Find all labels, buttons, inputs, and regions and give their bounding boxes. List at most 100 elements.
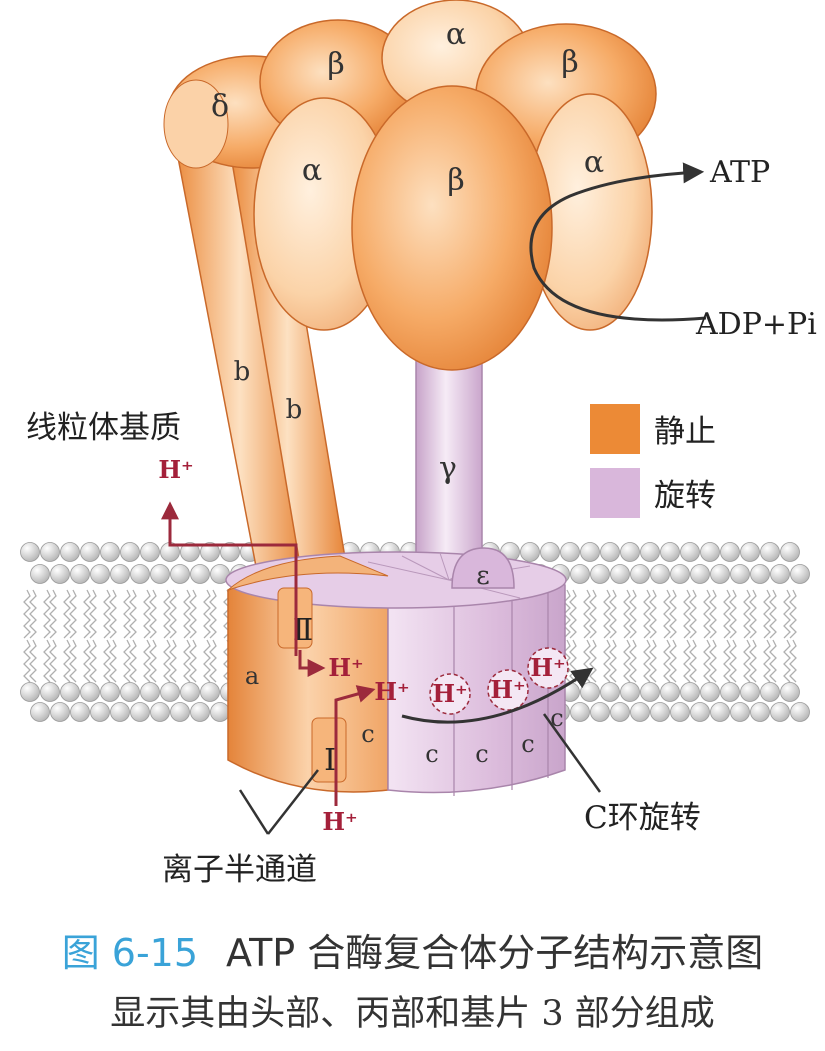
lipid-tail [143, 589, 151, 639]
lipid-head [580, 542, 600, 562]
lipid-tail [623, 639, 631, 683]
lipid-tail [29, 639, 37, 683]
half-channel-callout-line-2 [267, 769, 319, 835]
lipid-tail [583, 589, 591, 639]
lipid-head [130, 702, 150, 722]
atp-label: ATP [709, 155, 770, 190]
beta-label-back-right: β [561, 45, 578, 80]
lipid-tail [169, 589, 177, 639]
lipid-head [140, 542, 160, 562]
h-plus-label-c1: H⁺ [432, 679, 467, 708]
lipid-tail [129, 639, 137, 683]
lipid-head [640, 682, 660, 702]
lipid-tail [43, 589, 51, 639]
lipid-tail [609, 589, 617, 639]
lipid-head [790, 702, 810, 722]
delta-label: δ [211, 89, 229, 124]
lipid-head [700, 682, 720, 702]
lipid-tail [183, 639, 191, 683]
lipid-tail [783, 589, 791, 639]
lipid-head [170, 702, 190, 722]
lipid-head [680, 682, 700, 702]
lipid-head [710, 564, 730, 584]
lipid-head [770, 702, 790, 722]
c-label-1: c [361, 720, 374, 748]
h-plus-label-c3: H⁺ [530, 653, 565, 682]
lipid-tail [163, 639, 171, 683]
lipid-tail [123, 589, 131, 639]
lipid-head [600, 542, 620, 562]
lipid-head [780, 682, 800, 702]
lipid-tail [149, 639, 157, 683]
lipid-tail [729, 589, 737, 639]
lipid-tail [569, 589, 577, 639]
lipid-head [650, 564, 670, 584]
beta-label-front: β [447, 163, 464, 198]
half-channel-II-label: Ⅱ [293, 613, 313, 648]
lipid-tail [189, 589, 197, 639]
lipid-head [590, 564, 610, 584]
adp-pi-label: ADP+Pi [695, 307, 817, 342]
lipid-tail [643, 639, 651, 683]
lipid-head [790, 564, 810, 584]
lipid-tail [203, 639, 211, 683]
lipid-tail [69, 589, 77, 639]
atp-synthase-figure: ε Ⅱ Ⅰ a c c c c c H⁺ H⁺ H⁺ H⁺ H⁺ H⁺ H⁺ [20, 0, 817, 888]
lipid-head [60, 542, 80, 562]
lipid-tail [149, 589, 157, 639]
lipid-head [210, 702, 230, 722]
lipid-head [40, 542, 60, 562]
lipid-head [540, 542, 560, 562]
lipid-head [50, 564, 70, 584]
h-plus-label-II: H⁺ [328, 653, 363, 682]
lipid-head [520, 542, 540, 562]
lipid-head [760, 542, 780, 562]
lipid-head [590, 702, 610, 722]
lipid-tail [69, 639, 77, 683]
beta-label-back-left: β [327, 47, 344, 82]
lipid-head [170, 564, 190, 584]
c-ring-protons [429, 647, 569, 715]
lipid-tail [183, 589, 191, 639]
membrane-base: ε Ⅱ Ⅰ a c c c c c [225, 547, 567, 796]
rotation-arrow [401, 667, 594, 724]
legend-rotating-label: 旋转 [654, 478, 716, 514]
lipid-tail [663, 589, 671, 639]
lipid-tail [123, 639, 131, 683]
c-label-2: c [425, 740, 438, 768]
lipid-head [120, 542, 140, 562]
lipid-tail [783, 639, 791, 683]
lipid-head [140, 682, 160, 702]
figure-subtitle: 显示其由头部、丙部和基片 3 部分组成 [110, 994, 715, 1034]
lipid-tail [663, 639, 671, 683]
lipid-tail [163, 589, 171, 639]
lipid-head [680, 542, 700, 562]
lipid-tail [209, 639, 217, 683]
h-plus-label-c2: H⁺ [490, 675, 525, 704]
lipid-tail [143, 639, 151, 683]
lipid-head [770, 564, 790, 584]
lipid-head [30, 702, 50, 722]
lipid-tail [629, 589, 637, 639]
lipid-head [670, 564, 690, 584]
lipid-head [740, 542, 760, 562]
lipid-tail [649, 589, 657, 639]
lipid-head [720, 542, 740, 562]
epsilon-label: ε [476, 561, 489, 591]
lipid-tail [109, 589, 117, 639]
lipid-tail [23, 589, 31, 639]
lipid-head [110, 564, 130, 584]
lipid-tail [89, 589, 97, 639]
lipid-tail [769, 639, 777, 683]
lipid-head [160, 682, 180, 702]
figure-title: ATP 合酶复合体分子结构示意图 [226, 931, 764, 975]
lipid-head [660, 542, 680, 562]
f1-head [163, 0, 657, 371]
lipid-tail [189, 639, 197, 683]
lipid-head [190, 564, 210, 584]
lipid-head [20, 682, 40, 702]
c-label-5: c [550, 704, 563, 732]
lipid-head [40, 682, 60, 702]
lipid-tail [729, 639, 737, 683]
